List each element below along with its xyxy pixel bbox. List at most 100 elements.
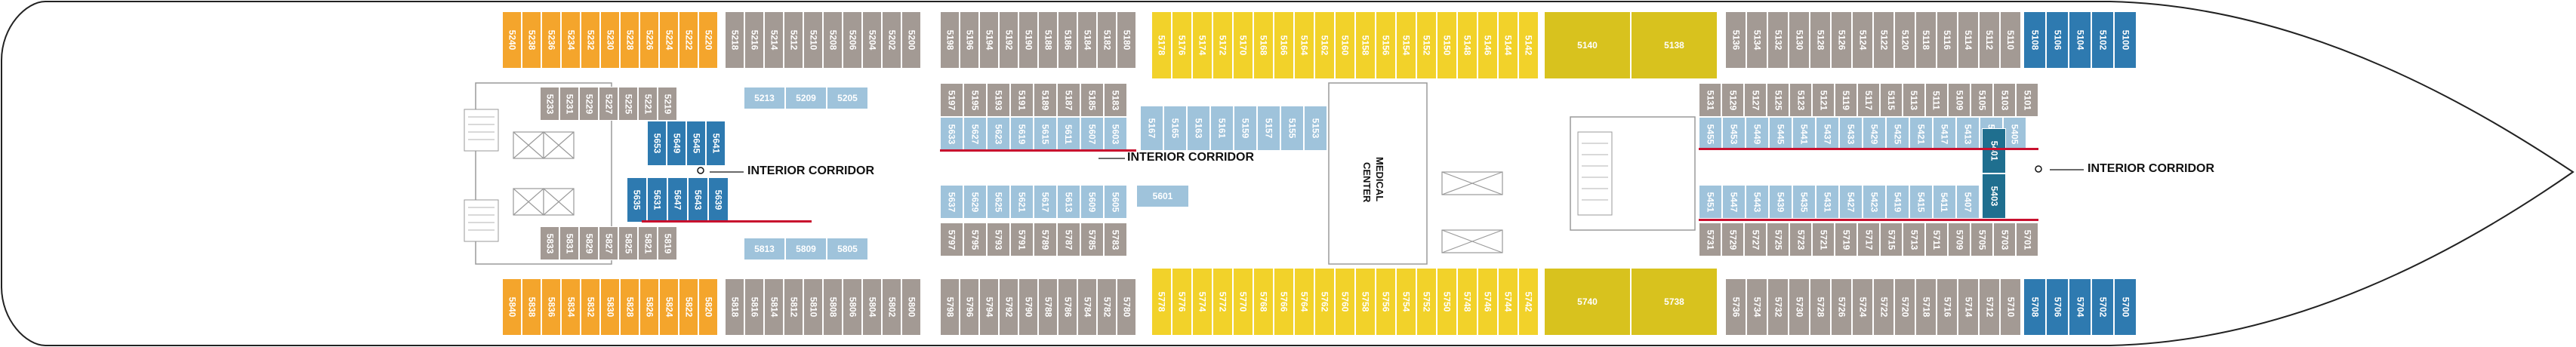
cabin-5148[interactable]: 5148 bbox=[1457, 11, 1478, 79]
cabin-5639[interactable]: 5639 bbox=[708, 177, 729, 223]
cabin-5813[interactable]: 5813 bbox=[744, 238, 785, 260]
cabin-5232[interactable]: 5232 bbox=[581, 11, 600, 69]
cabin-5105[interactable]: 5105 bbox=[1971, 83, 1993, 117]
cabin-5768[interactable]: 5768 bbox=[1253, 268, 1274, 336]
cabin-5776[interactable]: 5776 bbox=[1172, 268, 1192, 336]
cabin-5806[interactable]: 5806 bbox=[843, 278, 862, 336]
cabin-5138[interactable]: 5138 bbox=[1631, 11, 1718, 79]
cabin-5633[interactable]: 5633 bbox=[940, 117, 963, 151]
cabin-5194[interactable]: 5194 bbox=[979, 11, 999, 69]
cabin-5762[interactable]: 5762 bbox=[1314, 268, 1335, 336]
cabin-5186[interactable]: 5186 bbox=[1058, 11, 1077, 69]
cabin-5641[interactable]: 5641 bbox=[706, 121, 726, 166]
cabin-5714[interactable]: 5714 bbox=[1958, 278, 1979, 336]
cabin-5772[interactable]: 5772 bbox=[1213, 268, 1233, 336]
cabin-5603[interactable]: 5603 bbox=[1104, 117, 1127, 151]
cabin-5220[interactable]: 5220 bbox=[698, 11, 718, 69]
cabin-5748[interactable]: 5748 bbox=[1457, 268, 1478, 336]
cabin-5167[interactable]: 5167 bbox=[1140, 106, 1163, 151]
cabin-5417[interactable]: 5417 bbox=[1933, 117, 1956, 151]
cabin-5830[interactable]: 5830 bbox=[600, 278, 620, 336]
cabin-5150[interactable]: 5150 bbox=[1437, 11, 1457, 79]
cabin-5721[interactable]: 5721 bbox=[1812, 223, 1835, 256]
cabin-5790[interactable]: 5790 bbox=[1018, 278, 1038, 336]
cabin-5833[interactable]: 5833 bbox=[540, 226, 559, 260]
cabin-5168[interactable]: 5168 bbox=[1253, 11, 1274, 79]
cabin-5653[interactable]: 5653 bbox=[647, 121, 667, 166]
cabin-5730[interactable]: 5730 bbox=[1789, 278, 1810, 336]
cabin-5225[interactable]: 5225 bbox=[618, 87, 638, 121]
cabin-5196[interactable]: 5196 bbox=[960, 11, 979, 69]
cabin-5142[interactable]: 5142 bbox=[1518, 11, 1539, 79]
cabin-5827[interactable]: 5827 bbox=[599, 226, 618, 260]
cabin-5411[interactable]: 5411 bbox=[1933, 185, 1956, 219]
cabin-5836[interactable]: 5836 bbox=[541, 278, 561, 336]
cabin-5200[interactable]: 5200 bbox=[901, 11, 921, 69]
cabin-5121[interactable]: 5121 bbox=[1812, 83, 1835, 117]
cabin-5443[interactable]: 5443 bbox=[1746, 185, 1769, 219]
cabin-5163[interactable]: 5163 bbox=[1187, 106, 1210, 151]
cabin-5738[interactable]: 5738 bbox=[1631, 268, 1718, 336]
cabin-5788[interactable]: 5788 bbox=[1038, 278, 1058, 336]
cabin-5700[interactable]: 5700 bbox=[2114, 278, 2137, 336]
cabin-5127[interactable]: 5127 bbox=[1744, 83, 1767, 117]
cabin-5449[interactable]: 5449 bbox=[1746, 117, 1769, 151]
cabin-5649[interactable]: 5649 bbox=[667, 121, 686, 166]
cabin-5800[interactable]: 5800 bbox=[901, 278, 921, 336]
cabin-5731[interactable]: 5731 bbox=[1699, 223, 1721, 256]
cabin-5419[interactable]: 5419 bbox=[1886, 185, 1909, 219]
cabin-5166[interactable]: 5166 bbox=[1274, 11, 1294, 79]
cabin-5413[interactable]: 5413 bbox=[1956, 117, 1980, 151]
cabin-5210[interactable]: 5210 bbox=[803, 11, 823, 69]
cabin-5152[interactable]: 5152 bbox=[1416, 11, 1437, 79]
cabin-5711[interactable]: 5711 bbox=[1925, 223, 1948, 256]
cabin-5740[interactable]: 5740 bbox=[1544, 268, 1631, 336]
cabin-5104[interactable]: 5104 bbox=[2069, 11, 2091, 69]
cabin-5782[interactable]: 5782 bbox=[1097, 278, 1117, 336]
cabin-5611[interactable]: 5611 bbox=[1057, 117, 1080, 151]
cabin-5736[interactable]: 5736 bbox=[1725, 278, 1746, 336]
cabin-5729[interactable]: 5729 bbox=[1721, 223, 1744, 256]
cabin-5219[interactable]: 5219 bbox=[658, 87, 677, 121]
cabin-5128[interactable]: 5128 bbox=[1810, 11, 1831, 69]
cabin-5829[interactable]: 5829 bbox=[579, 226, 599, 260]
cabin-5204[interactable]: 5204 bbox=[862, 11, 882, 69]
cabin-5784[interactable]: 5784 bbox=[1077, 278, 1097, 336]
cabin-5189[interactable]: 5189 bbox=[1034, 83, 1057, 117]
cabin-5819[interactable]: 5819 bbox=[658, 226, 677, 260]
cabin-5197[interactable]: 5197 bbox=[940, 83, 963, 117]
cabin-5723[interactable]: 5723 bbox=[1789, 223, 1812, 256]
cabin-5727[interactable]: 5727 bbox=[1744, 223, 1767, 256]
cabin-5132[interactable]: 5132 bbox=[1767, 11, 1789, 69]
cabin-5125[interactable]: 5125 bbox=[1767, 83, 1789, 117]
cabin-5764[interactable]: 5764 bbox=[1294, 268, 1314, 336]
cabin-5233[interactable]: 5233 bbox=[540, 87, 559, 121]
cabin-5195[interactable]: 5195 bbox=[963, 83, 987, 117]
cabin-5797[interactable]: 5797 bbox=[940, 223, 963, 256]
cabin-5629[interactable]: 5629 bbox=[963, 185, 987, 219]
cabin-5720[interactable]: 5720 bbox=[1894, 278, 1915, 336]
cabin-5205[interactable]: 5205 bbox=[827, 87, 868, 109]
cabin-5214[interactable]: 5214 bbox=[764, 11, 784, 69]
cabin-5724[interactable]: 5724 bbox=[1852, 278, 1873, 336]
cabin-5187[interactable]: 5187 bbox=[1057, 83, 1080, 117]
cabin-5144[interactable]: 5144 bbox=[1498, 11, 1518, 79]
cabin-5831[interactable]: 5831 bbox=[559, 226, 579, 260]
cabin-5437[interactable]: 5437 bbox=[1816, 117, 1839, 151]
cabin-5635[interactable]: 5635 bbox=[627, 177, 647, 223]
cabin-5825[interactable]: 5825 bbox=[618, 226, 638, 260]
cabin-5421[interactable]: 5421 bbox=[1909, 117, 1933, 151]
cabin-5130[interactable]: 5130 bbox=[1789, 11, 1810, 69]
cabin-5742[interactable]: 5742 bbox=[1518, 268, 1539, 336]
cabin-5161[interactable]: 5161 bbox=[1210, 106, 1234, 151]
cabin-5704[interactable]: 5704 bbox=[2069, 278, 2091, 336]
cabin-5619[interactable]: 5619 bbox=[1010, 117, 1034, 151]
cabin-5783[interactable]: 5783 bbox=[1104, 223, 1127, 256]
cabin-5174[interactable]: 5174 bbox=[1192, 11, 1213, 79]
cabin-5230[interactable]: 5230 bbox=[600, 11, 620, 69]
cabin-5108[interactable]: 5108 bbox=[2023, 11, 2046, 69]
cabin-5188[interactable]: 5188 bbox=[1038, 11, 1058, 69]
cabin-5112[interactable]: 5112 bbox=[1979, 11, 2000, 69]
cabin-5716[interactable]: 5716 bbox=[1937, 278, 1958, 336]
cabin-5425[interactable]: 5425 bbox=[1886, 117, 1909, 151]
